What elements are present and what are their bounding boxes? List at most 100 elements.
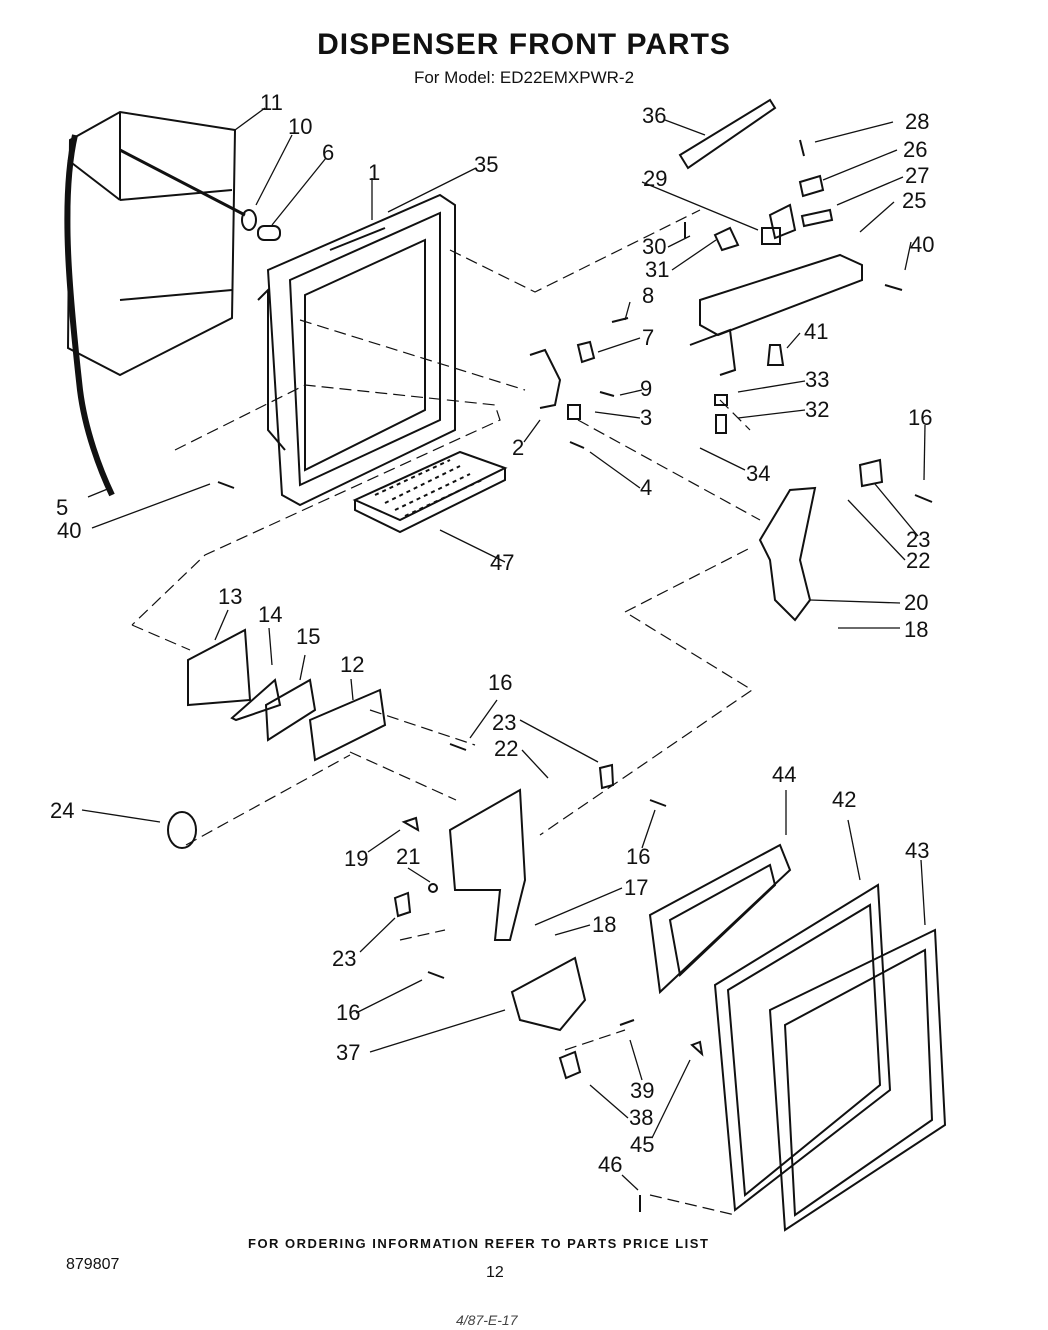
callout-label: 22: [906, 548, 930, 573]
callout-label: 7: [642, 325, 654, 350]
handwritten-note: 4/87-E-17: [456, 1312, 518, 1328]
part-14-film: [230, 678, 282, 722]
part-21-spring: [428, 883, 438, 893]
callout-label: 20: [904, 590, 928, 615]
part-19-clip: [401, 816, 420, 832]
callout-label: 40: [910, 232, 934, 257]
callout-label: 9: [640, 376, 652, 401]
callout-label: 2: [512, 435, 524, 460]
part-3-cam: [567, 404, 581, 420]
ice-bucket-part: [64, 110, 246, 497]
callout-label: 32: [805, 397, 829, 422]
page-number: 12: [486, 1264, 504, 1281]
callout-label: 23: [906, 527, 930, 552]
part-23-pivot-c: [393, 891, 412, 918]
part-29-switch: [761, 227, 781, 245]
part-31-valve: [713, 226, 740, 252]
callout-label: 43: [905, 838, 929, 863]
ice-paddle-part: [758, 486, 817, 622]
callout-label: 30: [642, 234, 666, 259]
callout-label: 13: [218, 584, 242, 609]
page-title: DISPENSER FRONT PARTS: [317, 28, 731, 61]
callout-label: 16: [336, 1000, 360, 1025]
callout-label: 18: [592, 912, 616, 937]
callout-label: 5: [56, 495, 68, 520]
callout-label: 26: [903, 137, 927, 162]
callout-label: 4: [640, 475, 652, 500]
callout-label: 27: [905, 163, 929, 188]
part-23-pivot-b: [598, 763, 615, 790]
callout-label: 44: [772, 762, 796, 787]
assembly-dashed-lines: [131, 209, 761, 1216]
callout-label: 36: [642, 103, 666, 128]
callout-label: 40: [57, 518, 81, 543]
callout-label: 45: [630, 1132, 654, 1157]
doc-number: 879807: [66, 1256, 120, 1273]
part-37-cup: [510, 956, 587, 1032]
part-41-cap: [766, 344, 785, 366]
callout-label: 11: [260, 90, 283, 115]
frame-43-part: [768, 928, 947, 1232]
callout-label: 37: [336, 1040, 360, 1065]
callout-label: 16: [626, 844, 650, 869]
callout-label: 12: [340, 652, 364, 677]
callout-label: 41: [804, 319, 828, 344]
callout-label: 38: [629, 1105, 653, 1130]
callout-label: 10: [288, 114, 312, 139]
part-10-clip: [241, 209, 257, 231]
callout-label: 42: [832, 787, 856, 812]
callout-label: 1: [368, 160, 380, 185]
callout-label: 15: [296, 624, 320, 649]
part-12-switch-bracket: [308, 688, 387, 762]
part-6-bushing: [257, 225, 281, 241]
callout-label: 31: [645, 257, 669, 282]
leader-lines: [81, 107, 926, 1191]
callout-label: 23: [492, 710, 516, 735]
callout-label: 17: [624, 875, 648, 900]
part-32-pin: [715, 414, 727, 434]
callout-label: 22: [494, 736, 518, 761]
dispenser-housing-part: [257, 193, 456, 507]
callout-label: 8: [642, 283, 654, 308]
part-26-switch: [798, 174, 825, 198]
callout-label: 3: [640, 405, 652, 430]
part-15-plate: [264, 678, 317, 742]
callout-label: 39: [630, 1078, 654, 1103]
callout-label: 25: [902, 188, 926, 213]
callout-label: 28: [905, 109, 929, 134]
callout-label: 6: [322, 140, 334, 165]
part-24-knob: [167, 811, 197, 849]
drip-grille-part: [352, 450, 508, 534]
callout-labels: 1234567891011121314151616161617181819202…: [50, 90, 934, 1177]
callout-label: 35: [474, 152, 498, 177]
callout-label: 33: [805, 367, 829, 392]
model-subtitle: For Model: ED22EMXPWR-2: [413, 68, 635, 87]
callout-label: 14: [258, 602, 282, 627]
callout-label: 16: [908, 405, 932, 430]
part-23-pivot: [858, 458, 884, 488]
callout-label: 24: [50, 798, 74, 823]
callout-label: 23: [332, 946, 356, 971]
actuator-arm-part: [529, 348, 562, 409]
frame-42-part: [713, 883, 892, 1212]
part-45-tab: [690, 1040, 704, 1057]
frame-44-part: [648, 843, 792, 995]
callout-label: 29: [643, 166, 667, 191]
part-7-clip: [576, 340, 596, 364]
ordering-note: FOR ORDERING INFORMATION REFER TO PARTS …: [248, 1236, 710, 1251]
callout-label: 16: [488, 670, 512, 695]
callout-label: 19: [344, 846, 368, 871]
trim-strip-part: [678, 98, 777, 170]
callout-label: 18: [904, 617, 928, 642]
callout-label: 47: [490, 550, 514, 575]
part-33-spacer: [714, 394, 728, 406]
switch-bracket-part: [689, 203, 863, 376]
part-13-lens: [187, 628, 252, 707]
water-paddle-part: [448, 788, 527, 941]
callout-label: 34: [746, 461, 770, 486]
part-27-plate: [800, 208, 834, 228]
part-drawings: [64, 98, 947, 1232]
callout-label: 46: [598, 1152, 622, 1177]
part-38-clip: [558, 1050, 582, 1080]
